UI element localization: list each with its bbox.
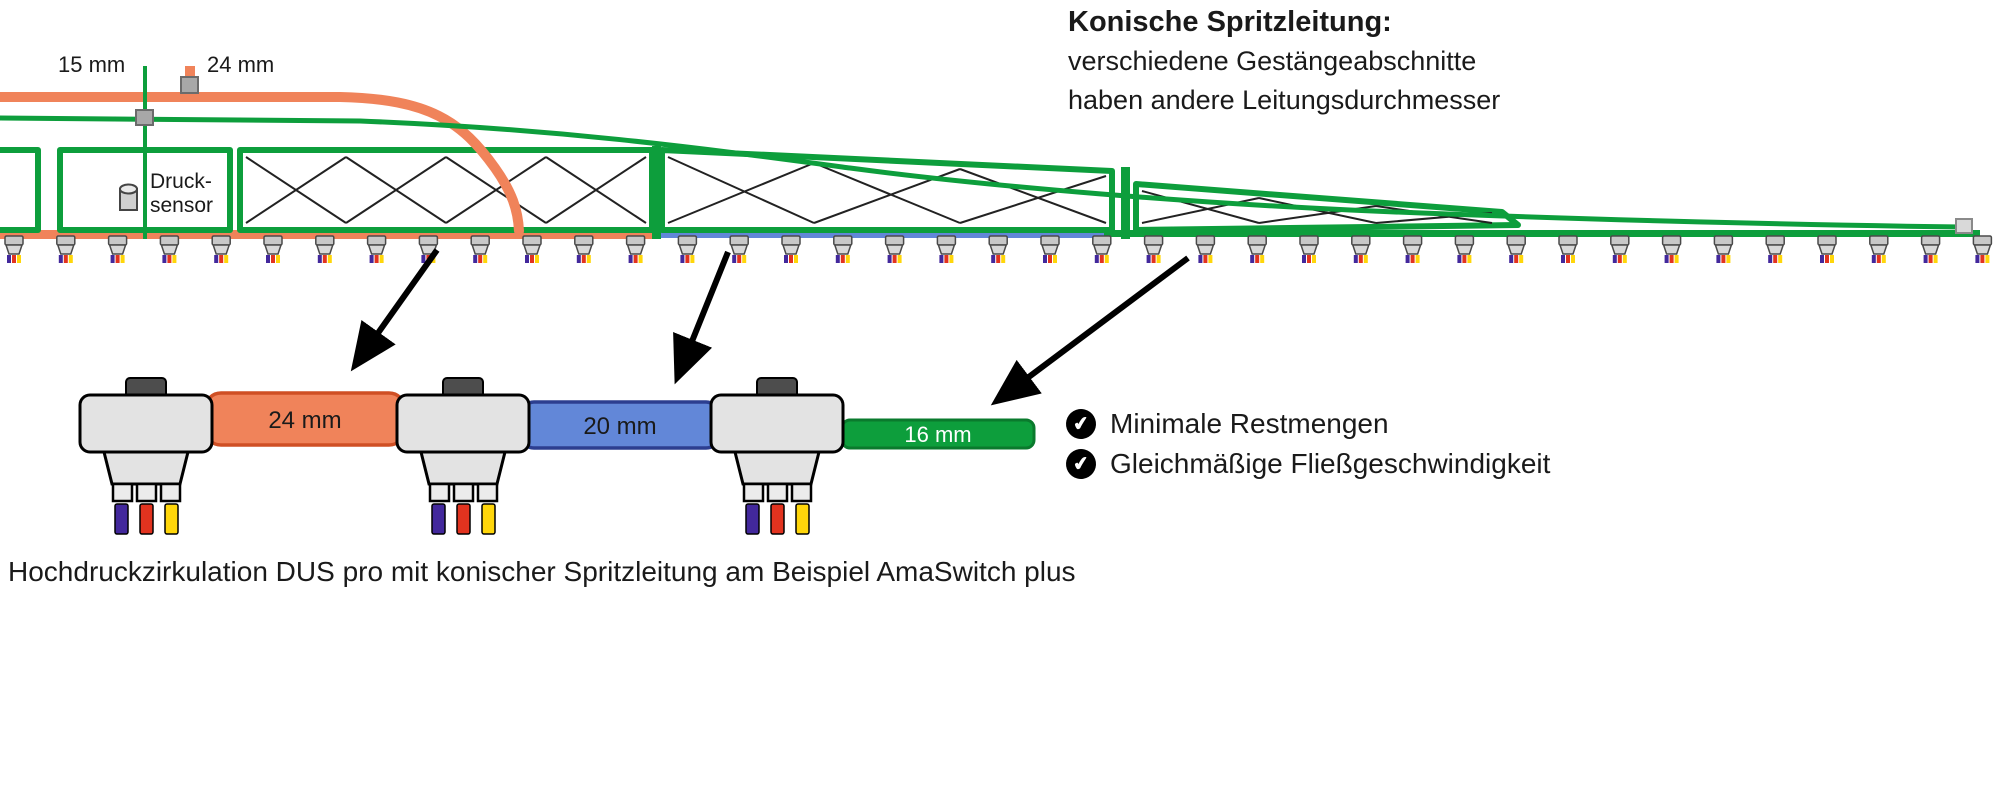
caption: Hochdruckzirkulation DUS pro mit konisch… bbox=[8, 556, 1076, 587]
pressure-sensor-icon bbox=[119, 183, 138, 211]
nozzle bbox=[522, 235, 542, 264]
pressure-sensor-line2: sensor bbox=[150, 194, 214, 217]
connector-square-end bbox=[1955, 218, 1973, 234]
nozzle bbox=[1092, 235, 1112, 264]
truss-joint-1 bbox=[652, 146, 661, 239]
spray-lines bbox=[0, 66, 1973, 239]
nozzle bbox=[833, 235, 853, 264]
nozzle bbox=[159, 235, 180, 264]
callout-arrows bbox=[350, 248, 1190, 406]
feed-line-24mm bbox=[0, 230, 658, 239]
benefit-1: ✔ Minimale Restmengen bbox=[1064, 407, 1389, 441]
nozzle bbox=[1454, 235, 1475, 264]
benefit-2-label: Gleichmäßige Fließgeschwindigkeit bbox=[1110, 448, 1551, 479]
arrow-to-24mm bbox=[350, 248, 440, 372]
check-icon: ✔ bbox=[1064, 447, 1098, 481]
nozzle-holder-3 bbox=[709, 376, 845, 536]
nozzle bbox=[4, 235, 24, 264]
boom-feed-lines bbox=[0, 230, 1980, 239]
nozzle bbox=[107, 235, 128, 264]
boom-truss bbox=[0, 146, 1521, 239]
label-segment-20mm: 20 mm bbox=[583, 413, 657, 440]
detail-assembly bbox=[78, 376, 1036, 536]
nozzle bbox=[1143, 235, 1164, 264]
nozzle bbox=[56, 235, 76, 264]
arrow-to-20mm bbox=[673, 250, 731, 385]
nozzle-holder-2 bbox=[395, 376, 531, 536]
orange-line-24mm bbox=[0, 92, 524, 236]
green-line-main bbox=[0, 115, 1963, 230]
heading-line1: verschiedene Gestängeabschnitte bbox=[1068, 46, 1477, 76]
nozzle bbox=[315, 235, 335, 264]
pressure-sensor-line1: Druck- bbox=[150, 170, 212, 193]
connector-square-green bbox=[135, 109, 154, 126]
feed-line-20mm bbox=[658, 230, 1104, 238]
nozzle bbox=[936, 235, 957, 264]
nozzle bbox=[1351, 235, 1371, 264]
nozzle bbox=[884, 235, 905, 264]
braces-inner bbox=[245, 156, 647, 224]
nozzle bbox=[1972, 235, 1993, 264]
nozzle bbox=[1195, 235, 1216, 264]
nozzle bbox=[729, 235, 749, 264]
nozzle bbox=[470, 235, 490, 264]
nozzle bbox=[1610, 235, 1630, 264]
nozzle bbox=[1299, 235, 1319, 264]
nozzle bbox=[1920, 235, 1941, 264]
truss-section-inner bbox=[237, 147, 655, 233]
nozzle bbox=[1817, 235, 1837, 264]
arrow-to-16mm bbox=[990, 255, 1190, 406]
nozzle bbox=[1040, 235, 1060, 264]
nozzle bbox=[263, 235, 283, 264]
nozzle bbox=[574, 235, 594, 264]
nozzle bbox=[1402, 235, 1423, 264]
nozzle bbox=[1869, 235, 1889, 264]
benefit-2: ✔ Gleichmäßige Fließgeschwindigkeit bbox=[1064, 447, 1551, 481]
nozzle bbox=[1713, 235, 1734, 264]
nozzle bbox=[211, 235, 231, 264]
nozzle bbox=[1661, 235, 1682, 264]
nozzle bbox=[625, 235, 646, 264]
nozzle bbox=[1765, 235, 1785, 264]
nozzle-holder-1 bbox=[78, 376, 214, 536]
nozzle bbox=[1506, 235, 1526, 264]
truss-section-edge bbox=[0, 147, 41, 233]
heading-title: Konische Spritzleitung: bbox=[1068, 6, 1392, 38]
nozzle bbox=[1558, 235, 1578, 264]
label-24mm: 24 mm bbox=[207, 52, 275, 77]
braces-middle bbox=[667, 156, 1107, 224]
label-segment-24mm: 24 mm bbox=[268, 407, 342, 434]
benefit-1-label: Minimale Restmengen bbox=[1110, 408, 1389, 439]
connector-square-orange bbox=[180, 76, 199, 94]
nozzle bbox=[1247, 235, 1267, 264]
label-pressure-sensor: Druck- sensor bbox=[150, 170, 213, 218]
feed-line-16mm bbox=[1104, 230, 1980, 237]
label-15mm: 15 mm bbox=[58, 52, 126, 77]
nozzle bbox=[781, 235, 801, 264]
label-segment-16mm: 16 mm bbox=[904, 422, 972, 447]
nozzle bbox=[988, 235, 1008, 264]
check-icon: ✔ bbox=[1064, 407, 1098, 441]
nozzle bbox=[677, 235, 698, 264]
heading-line2: haben andere Leitungsdurchmesser bbox=[1068, 85, 1501, 115]
nozzle-row bbox=[4, 235, 1993, 264]
truss-joint-2 bbox=[1121, 167, 1130, 239]
nozzle bbox=[366, 235, 387, 264]
